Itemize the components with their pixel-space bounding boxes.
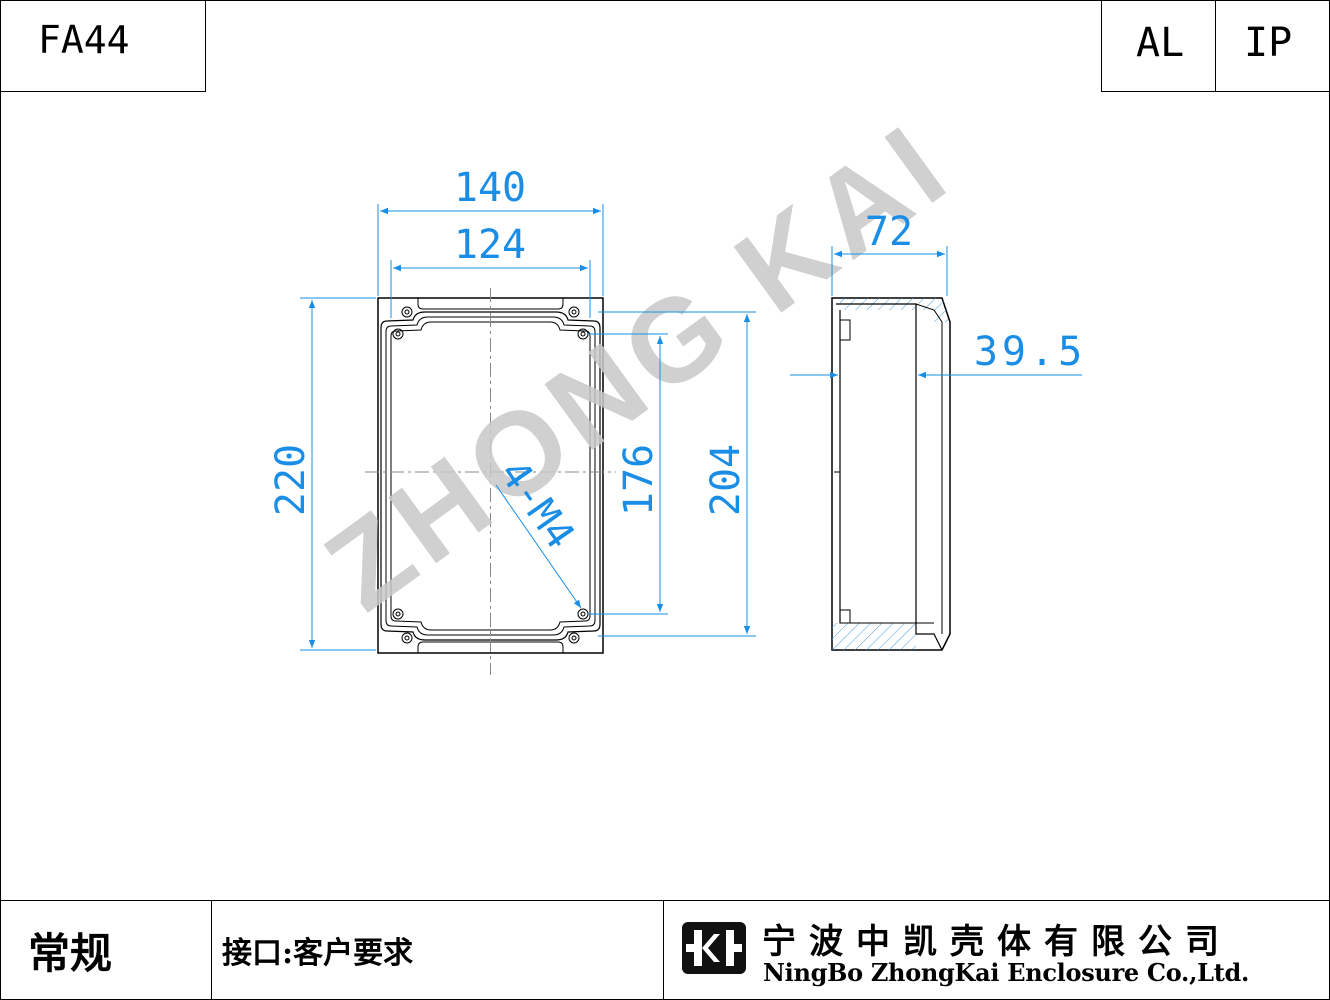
base-section-hatch [832, 623, 916, 650]
model-number: FA44 [38, 18, 130, 62]
top-view [365, 288, 616, 675]
header-divider-model [205, 0, 206, 92]
dimension-lines [300, 204, 1082, 651]
footer-divider-company [663, 900, 664, 1000]
interface-note: 接口:客户要求 [222, 936, 414, 971]
protection-code: IP [1244, 20, 1293, 66]
header-bottom-line-left [0, 91, 206, 92]
side-view [831, 297, 951, 651]
footer-divider-type [211, 900, 212, 1000]
dim-outer-length: 220 [268, 444, 314, 516]
side-outline [831, 297, 951, 651]
company-logo [682, 922, 746, 974]
product-type: 常规 [28, 929, 113, 978]
dim-inner-width: 124 [454, 222, 526, 268]
footer-top-line [0, 900, 1330, 901]
dim-outer-width: 140 [454, 165, 526, 211]
gasket-outer [380, 311, 601, 641]
header-divider-protection [1215, 0, 1216, 92]
header-divider-material [1101, 0, 1102, 92]
lid-section-hatch [832, 298, 948, 322]
company-name-english: NingBo ZhongKai Enclosure Co.,Ltd. [763, 958, 1250, 987]
company-name-chinese: 宁波中凯壳体有限公司 [762, 922, 1232, 962]
material-code: AL [1136, 20, 1185, 66]
dim-height: 72 [865, 209, 913, 255]
dim-hole-spacing: 176 [616, 444, 662, 516]
dim-inner-length: 204 [703, 444, 749, 516]
dim-lid-height: 39.5 [974, 329, 1086, 375]
watermark: ZHONG KAI [303, 98, 974, 636]
gasket-inner [385, 316, 596, 636]
mounting-holes [392, 306, 589, 644]
